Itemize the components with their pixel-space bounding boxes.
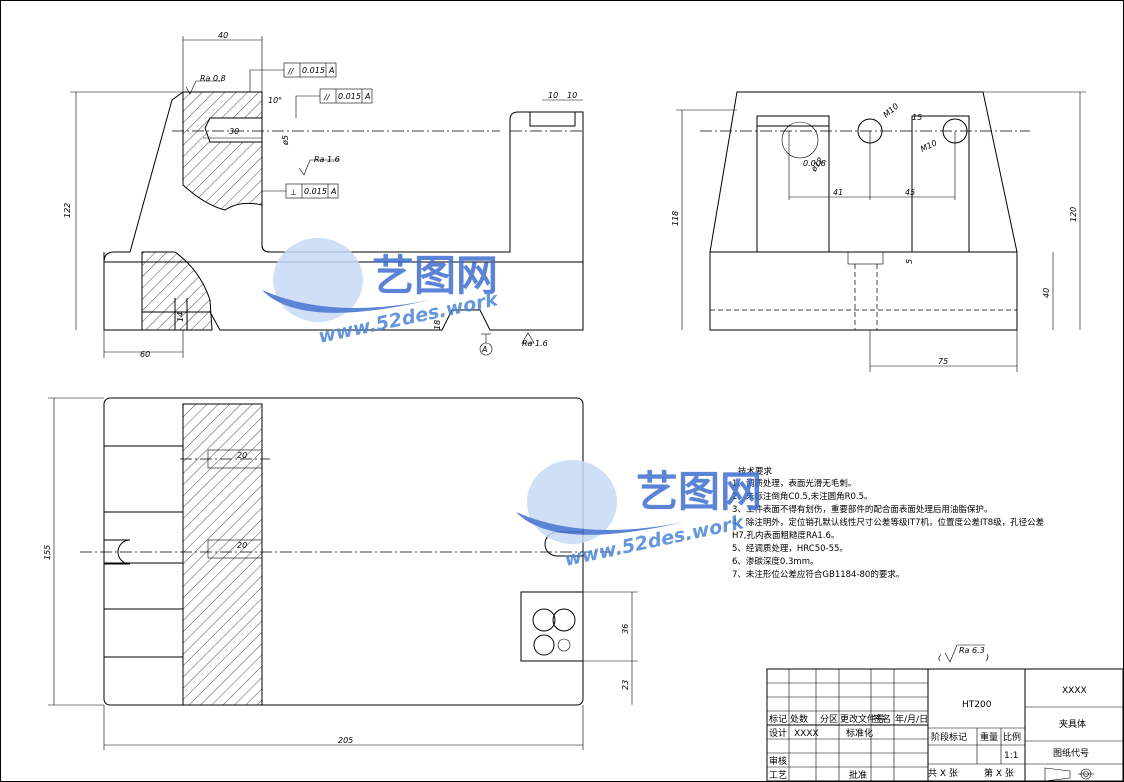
watermark-brand: 艺图网	[372, 251, 498, 300]
datum-a-label: A	[481, 345, 487, 354]
dim-m10a: M10	[882, 102, 901, 120]
svg-text:A: A	[328, 66, 334, 75]
general-roughness: ( Ra 6.3 )	[938, 644, 989, 663]
roughness-ra16: Ra 1.6	[314, 155, 340, 164]
watermark-brand: 艺图网	[636, 467, 762, 516]
svg-text:Ra 6.3: Ra 6.3	[959, 646, 985, 655]
dim-20a: 20	[237, 451, 247, 460]
note-line: 2、未标注倒角C0.5,未注圆角R0.5。	[732, 491, 873, 502]
dim-m10b: M10	[919, 138, 938, 153]
roughness-ra08: Ra 0.8	[200, 74, 226, 83]
svg-text:⊥: ⊥	[290, 188, 297, 197]
front-view: 40 30 122 60 10 10 14 18 ø5 Ra 0.8 Ra 1.…	[63, 31, 585, 359]
dim-75: 75	[938, 357, 948, 366]
dim-40b: 40	[1042, 288, 1051, 298]
dim-phi5: ø5	[281, 135, 290, 146]
svg-text://: //	[323, 93, 331, 102]
title-block: 标记 处数 分区 更改文件号 签名 年/月/日 设计 XXXX 标准化 审核 工…	[766, 668, 1124, 782]
tb-zone: 分区	[820, 714, 838, 725]
notes-title: 技术要求	[738, 466, 773, 477]
note-line: 4、除注明外，定位销孔默认线性尺寸公差等级IT7机，位置度公差IT8级，孔径公差	[732, 517, 1044, 528]
tb-design-val: XXXX	[794, 729, 819, 739]
note-line: H7,孔内表面粗糙度RA1.6。	[732, 530, 839, 541]
dim-41: 41	[833, 188, 843, 197]
svg-text:0.015: 0.015	[338, 92, 361, 101]
svg-text:A: A	[364, 92, 370, 101]
svg-text://: //	[287, 67, 295, 76]
dim-5: 5	[905, 259, 914, 264]
dim-122: 122	[63, 203, 72, 218]
dim-45: 45	[905, 188, 915, 197]
top-view: 155 205 20 20 36 23	[43, 397, 638, 750]
tb-company: XXXX	[1062, 686, 1087, 696]
tb-count: 处数	[790, 713, 808, 725]
watermark-2: 艺图网 www.52des.work	[516, 460, 762, 571]
tolerance-frames: // 0.015 A // 0.015 A ⊥ 0.015 A	[249, 62, 373, 199]
roughness-ra16b: Ra 1.6	[522, 339, 548, 348]
svg-text:A: A	[330, 187, 336, 196]
dim-205: 205	[338, 736, 353, 745]
tb-weight: 重量	[980, 731, 998, 743]
technical-notes: 技术要求 1、调质处理，表面光滑无毛刺。 2、未标注倒角C0.5,未注圆角R0.…	[732, 466, 1044, 580]
tb-drawing-no: 图纸代号	[1053, 747, 1089, 759]
tb-date: 年/月/日	[895, 713, 928, 725]
tb-total-sheets: 共 X 张	[928, 768, 958, 779]
tb-process: 工艺	[769, 770, 787, 781]
tb-std: 标准化	[846, 727, 873, 739]
tb-sign: 签名	[873, 713, 891, 725]
tb-review: 审核	[769, 755, 787, 767]
svg-text:): )	[985, 653, 989, 662]
tb-mark: 标记	[769, 713, 787, 725]
note-line: 5、经调质处理，HRC50-55。	[732, 543, 848, 554]
projection-symbol-icon	[1044, 767, 1094, 782]
dim-10b: 10	[567, 91, 577, 100]
tb-scale-label: 比例	[1003, 731, 1021, 743]
dim-30: 30	[229, 127, 239, 136]
dim-60: 60	[140, 350, 150, 359]
dim-15: 15	[912, 113, 922, 122]
dim-155: 155	[43, 545, 52, 560]
dim-14: 14	[176, 312, 185, 322]
tb-stage: 阶段标记	[931, 731, 967, 743]
watermark-1: 艺图网 www.52des.work	[262, 238, 501, 348]
dim-23: 23	[621, 680, 630, 690]
side-view: 118 120 40 5 75 41 45 M10 M10 15 ø12 0.0…	[671, 91, 1086, 372]
tb-part-name: 夹具体	[1059, 718, 1086, 730]
tb-design: 设计	[769, 727, 787, 739]
svg-text:0.015: 0.015	[304, 187, 327, 196]
note-line: 3、工件表面不得有划伤，重要部件的配合面表面处理后用油脂保护。	[732, 504, 992, 515]
note-line: 1、调质处理，表面光滑无毛刺。	[732, 478, 856, 489]
dim-118: 118	[671, 211, 680, 226]
tb-material: HT200	[962, 700, 992, 710]
tb-approve: 批准	[849, 769, 867, 781]
flatness-note: 0.008	[803, 159, 826, 168]
svg-text:0.015: 0.015	[302, 66, 325, 75]
tb-doc: 更改文件号	[840, 713, 885, 725]
dim-18: 18	[433, 320, 442, 330]
dim-20b: 20	[237, 541, 247, 550]
note-line: 7、未注形位公差应符合GB1184-80的要求。	[732, 569, 904, 580]
svg-text:(: (	[938, 653, 942, 662]
note-line: 6、渗碳深度0.3mm。	[732, 556, 819, 567]
dim-10a: 10	[548, 91, 558, 100]
dim-36: 36	[621, 624, 630, 634]
dim-120: 120	[1069, 207, 1078, 222]
tb-sheet-no: 第 X 张	[984, 767, 1014, 779]
tb-scale: 1:1	[1004, 751, 1018, 761]
dim-40: 40	[218, 31, 228, 40]
angle-10deg: 10°	[268, 96, 282, 105]
